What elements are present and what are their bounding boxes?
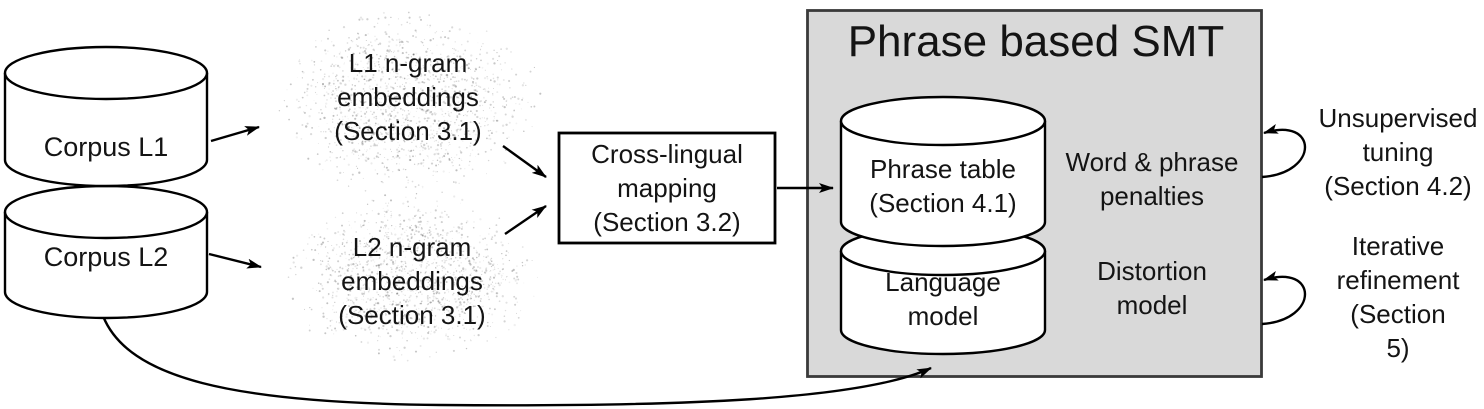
l2-embeddings-label: L2 n-gram embeddings (Section 3.1) bbox=[338, 232, 486, 330]
distortion-model-label: Distortion model bbox=[1097, 256, 1207, 320]
word-phrase-penalties-label: Word & phrase penalties bbox=[1065, 147, 1239, 211]
arrow-corpus-l2-to-language-model bbox=[101, 315, 932, 407]
embedding-cloud-l1 bbox=[278, 11, 542, 199]
smt-title: Phrase based SMT bbox=[847, 17, 1225, 66]
iterative-refinement-label: Iterative refinement (Section 5) bbox=[1336, 231, 1460, 363]
arrow-l2-embeddings-to-mapping bbox=[504, 205, 547, 235]
language-model-label: Language model bbox=[885, 267, 1001, 331]
cross-lingual-mapping-label: Cross-lingual mapping (Section 3.2) bbox=[591, 139, 743, 237]
phrase-table-label: Phrase table (Section 4.1) bbox=[869, 154, 1017, 218]
arrow-corpus-l1-to-embeddings bbox=[210, 125, 260, 143]
loop-arrow-iterative-refinement bbox=[1261, 271, 1307, 326]
arrow-l1-embeddings-to-mapping bbox=[502, 145, 547, 178]
cross-lingual-mapping-box bbox=[557, 131, 777, 245]
unsupervised-tuning-label: Unsupervised tuning (Section 4.2) bbox=[1318, 103, 1478, 201]
corpus-l1-cylinder bbox=[3, 45, 209, 188]
corpus-l1-label: Corpus L1 bbox=[43, 132, 169, 162]
loop-arrow-unsupervised-tuning bbox=[1261, 124, 1307, 179]
arrow-corpus-l2-to-embeddings bbox=[208, 252, 262, 269]
l1-embeddings-label: L1 n-gram embeddings (Section 3.1) bbox=[334, 48, 482, 146]
embedding-cloud-l2 bbox=[287, 195, 539, 362]
phrase-table-cylinder bbox=[839, 95, 1047, 248]
corpus-l2-label: Corpus L2 bbox=[43, 242, 169, 272]
